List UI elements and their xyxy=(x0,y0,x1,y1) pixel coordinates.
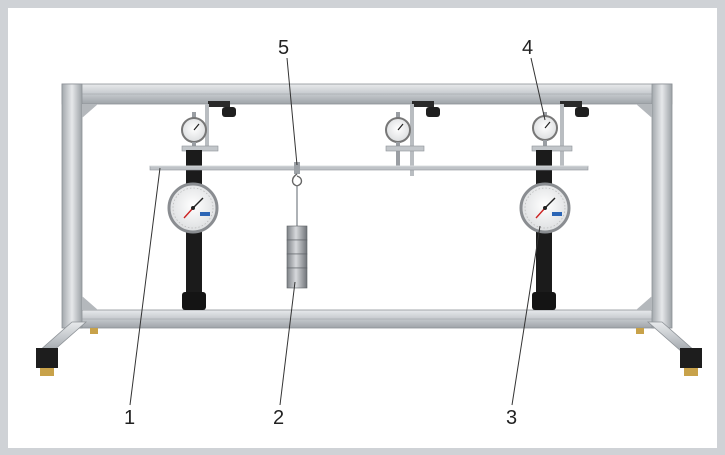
top-clamp-left xyxy=(205,101,236,146)
callout-2: 2 xyxy=(273,407,284,429)
right-post xyxy=(651,83,673,329)
large-dial-left xyxy=(167,182,219,234)
aluminum-frame xyxy=(36,83,702,376)
left-foot-cap xyxy=(36,348,58,368)
large-dial-gauges xyxy=(167,182,571,234)
callout-5: 5 xyxy=(278,37,289,59)
callout-lines xyxy=(129,57,546,406)
small-dial-gauges xyxy=(181,112,573,168)
callout-labels: 1 2 3 4 5 xyxy=(124,37,533,429)
leader-line-4 xyxy=(530,57,546,121)
small-dial-middle xyxy=(385,112,425,168)
top-clamp-middle xyxy=(410,101,440,176)
left-post xyxy=(61,83,83,329)
hook-and-weights xyxy=(286,162,308,289)
callout-4: 4 xyxy=(522,37,533,59)
right-foot-pad xyxy=(684,368,698,376)
canvas-area xyxy=(8,8,717,448)
leader-line-1 xyxy=(129,167,161,406)
leader-line-3 xyxy=(511,225,541,406)
large-dial-right xyxy=(519,182,571,234)
top-clamp-right xyxy=(560,101,589,166)
right-foot-cap xyxy=(680,348,702,368)
left-foot-pad xyxy=(40,368,54,376)
beam xyxy=(149,165,589,171)
small-dial-left xyxy=(181,112,219,154)
weight-stack xyxy=(286,225,308,289)
leader-line-2 xyxy=(279,281,296,406)
callout-3: 3 xyxy=(506,407,517,429)
small-dial-right xyxy=(531,112,573,154)
top-clamps xyxy=(205,101,589,176)
leader-line-5 xyxy=(286,57,298,166)
callout-1: 1 xyxy=(124,407,135,429)
